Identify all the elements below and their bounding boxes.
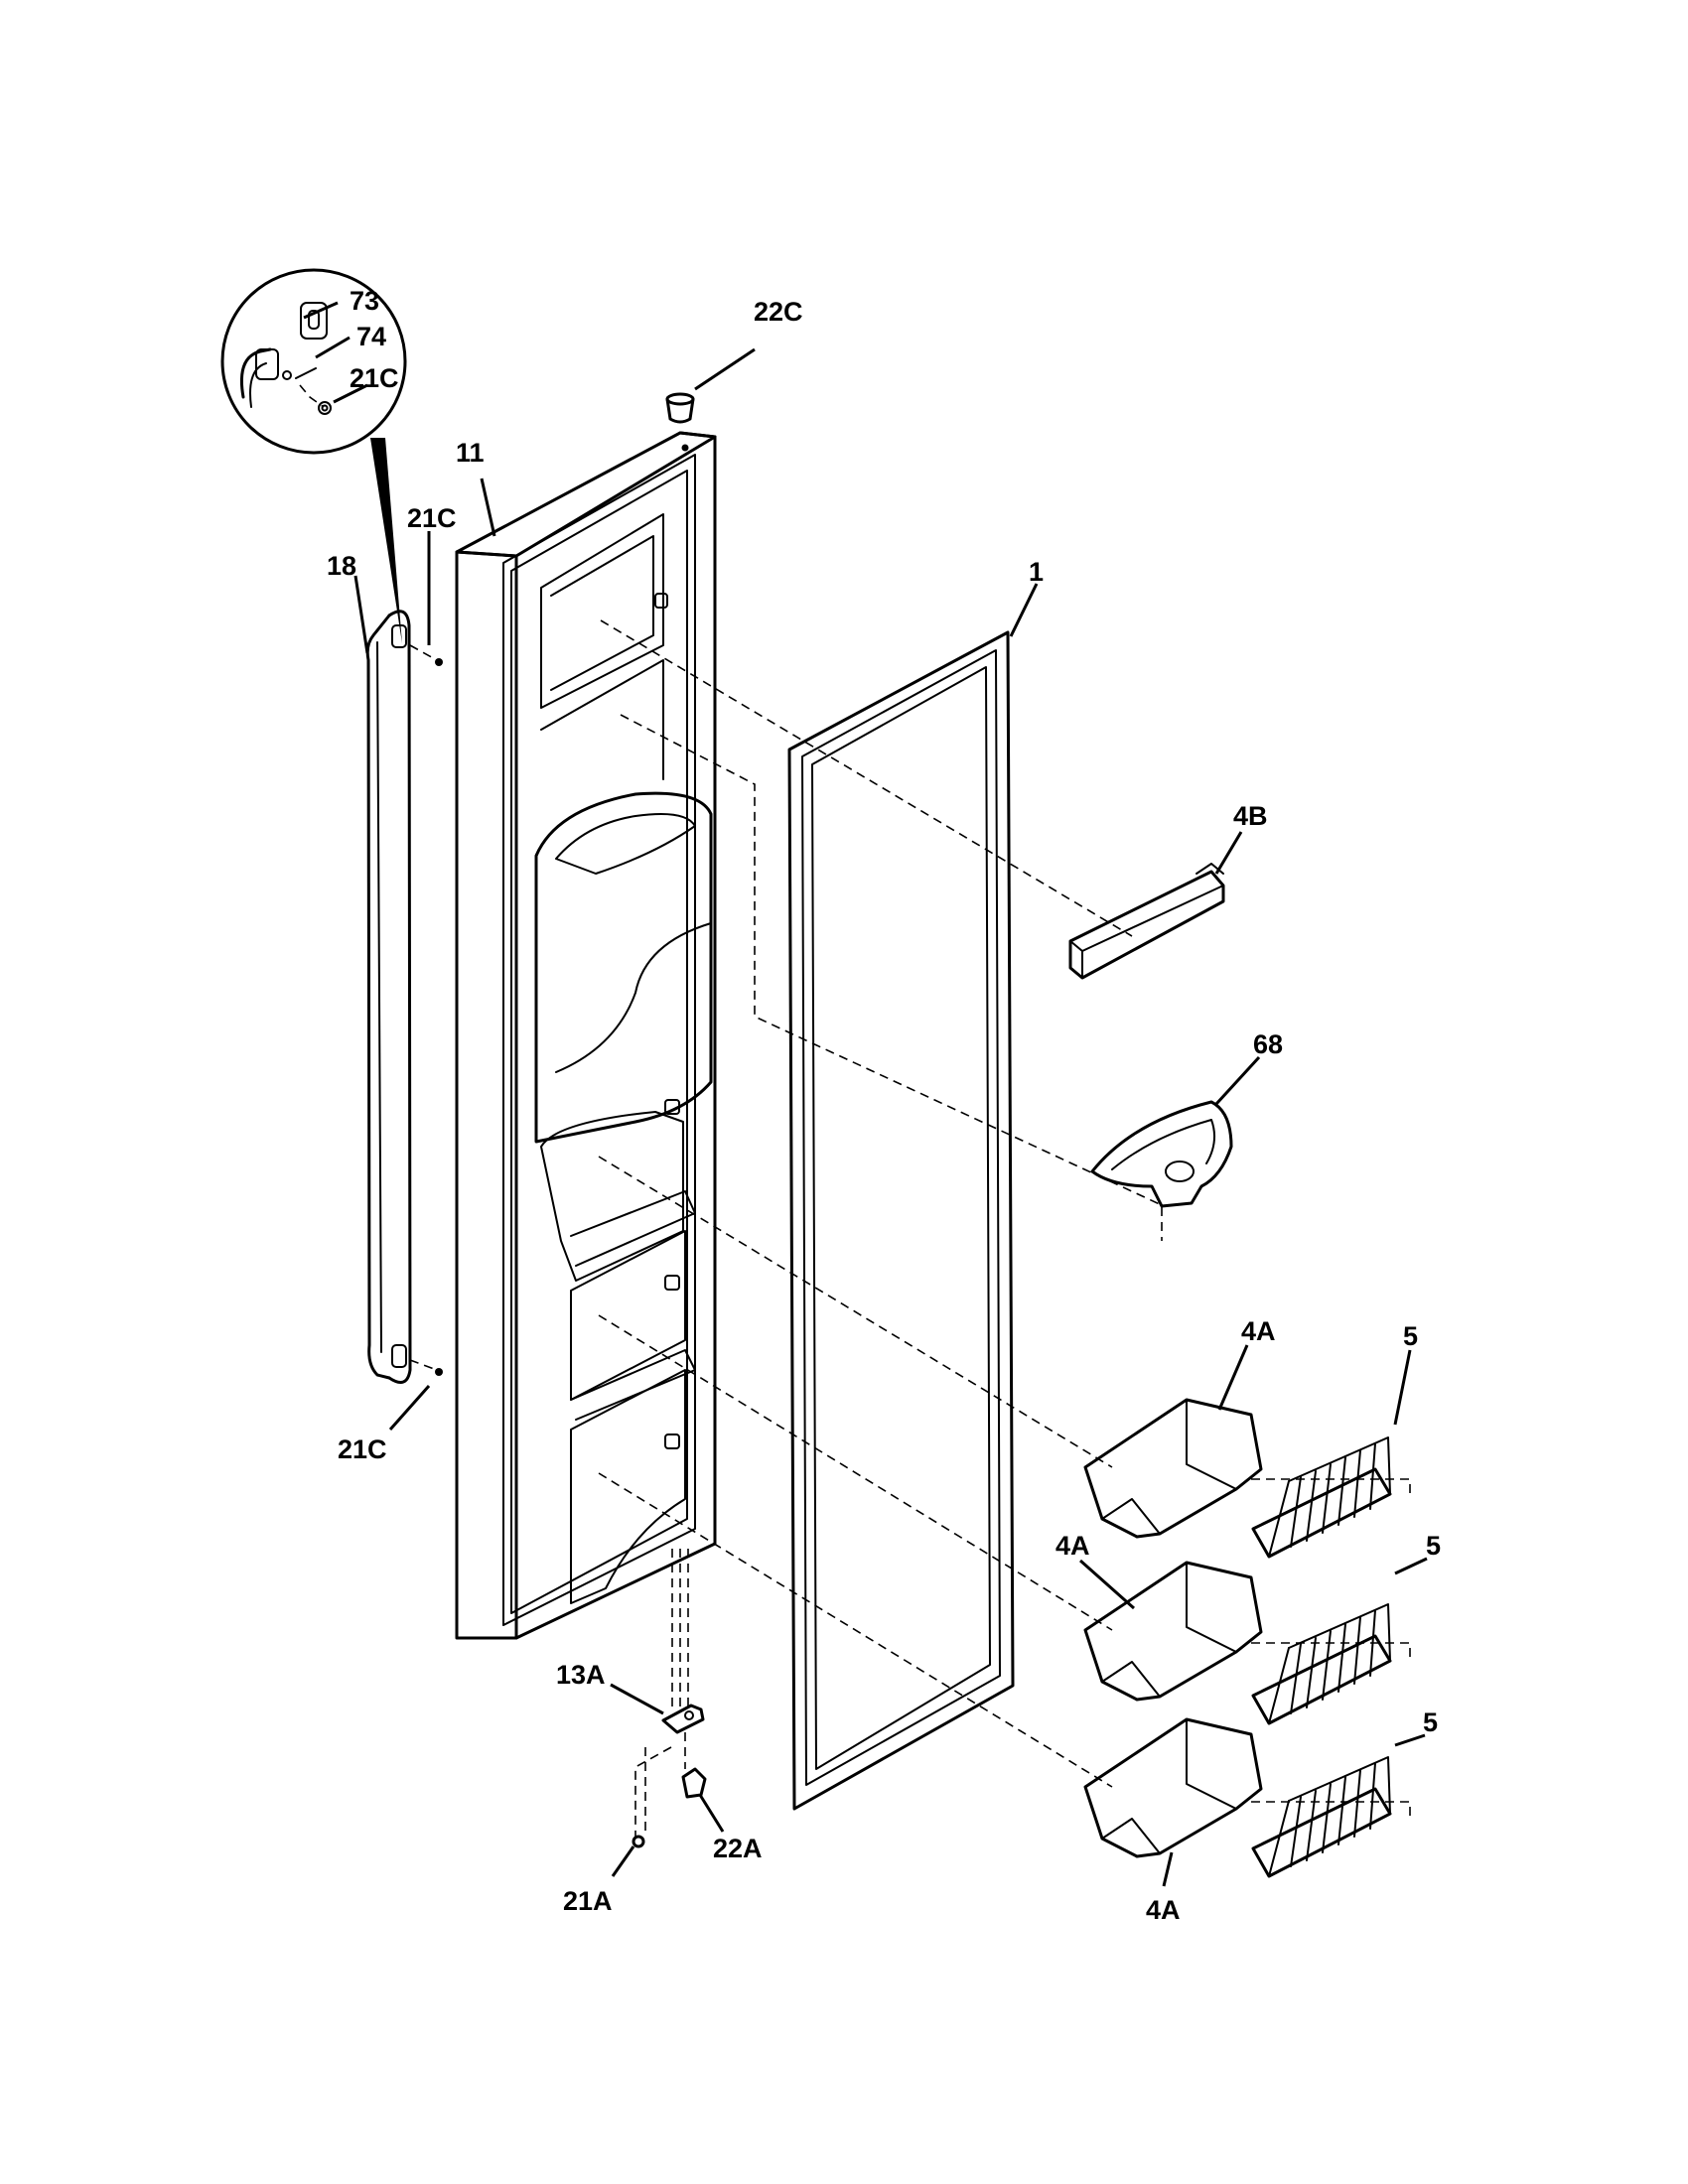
- callout-21a: 21A: [563, 1886, 613, 1916]
- callout-5-bottom: 5: [1423, 1707, 1438, 1737]
- callout-4a-middle: 4A: [1055, 1531, 1090, 1561]
- door-gasket: [787, 630, 1015, 1811]
- callout-4a-bottom: 4A: [1146, 1895, 1181, 1925]
- callout-11: 11: [456, 438, 485, 468]
- callout-4b: 4B: [1233, 801, 1268, 831]
- bin-4a-middle: [1083, 1561, 1263, 1702]
- callout-21c-bottom: 21C: [338, 1434, 387, 1464]
- hinge-13a: [661, 1704, 705, 1734]
- callout-22c: 22C: [754, 297, 803, 327]
- callout-21c-top: 21C: [407, 503, 457, 533]
- callout-73: 73: [350, 286, 379, 316]
- assembly-lines: [598, 619, 1411, 1837]
- callout-1: 1: [1029, 557, 1044, 587]
- callout-68: 68: [1253, 1029, 1283, 1059]
- callout-74: 74: [356, 322, 386, 351]
- basket-5-bottom: [1251, 1756, 1392, 1878]
- callout-4a-top: 4A: [1241, 1316, 1276, 1346]
- callout-13a: 13A: [556, 1660, 606, 1690]
- basket-5-top: [1251, 1436, 1392, 1559]
- detail-inset: [220, 268, 407, 455]
- door-handle: [365, 610, 443, 1384]
- basket-5-middle: [1251, 1603, 1392, 1725]
- screw-21a: [632, 1835, 645, 1848]
- ice-cup-68: [1090, 1100, 1233, 1208]
- callout-5-middle: 5: [1426, 1531, 1441, 1561]
- callout-18: 18: [327, 551, 356, 581]
- door-liner: [455, 431, 717, 1640]
- callout-labels: 73 74 21C 22C 11 21C 18 1 4B 68 4A 5 21C…: [327, 286, 1441, 1925]
- callout-21c-inset: 21C: [350, 363, 399, 393]
- callout-22a: 22A: [713, 1834, 763, 1863]
- leader-lines: [303, 301, 1428, 1887]
- inset-pointer: [370, 438, 402, 643]
- bin-4a-top: [1083, 1398, 1263, 1539]
- shelf-4b: [1068, 863, 1225, 980]
- bushing-22a: [681, 1767, 707, 1799]
- callout-5-top: 5: [1403, 1321, 1418, 1351]
- bin-4a-bottom: [1083, 1717, 1263, 1858]
- cap-22c: [665, 392, 695, 424]
